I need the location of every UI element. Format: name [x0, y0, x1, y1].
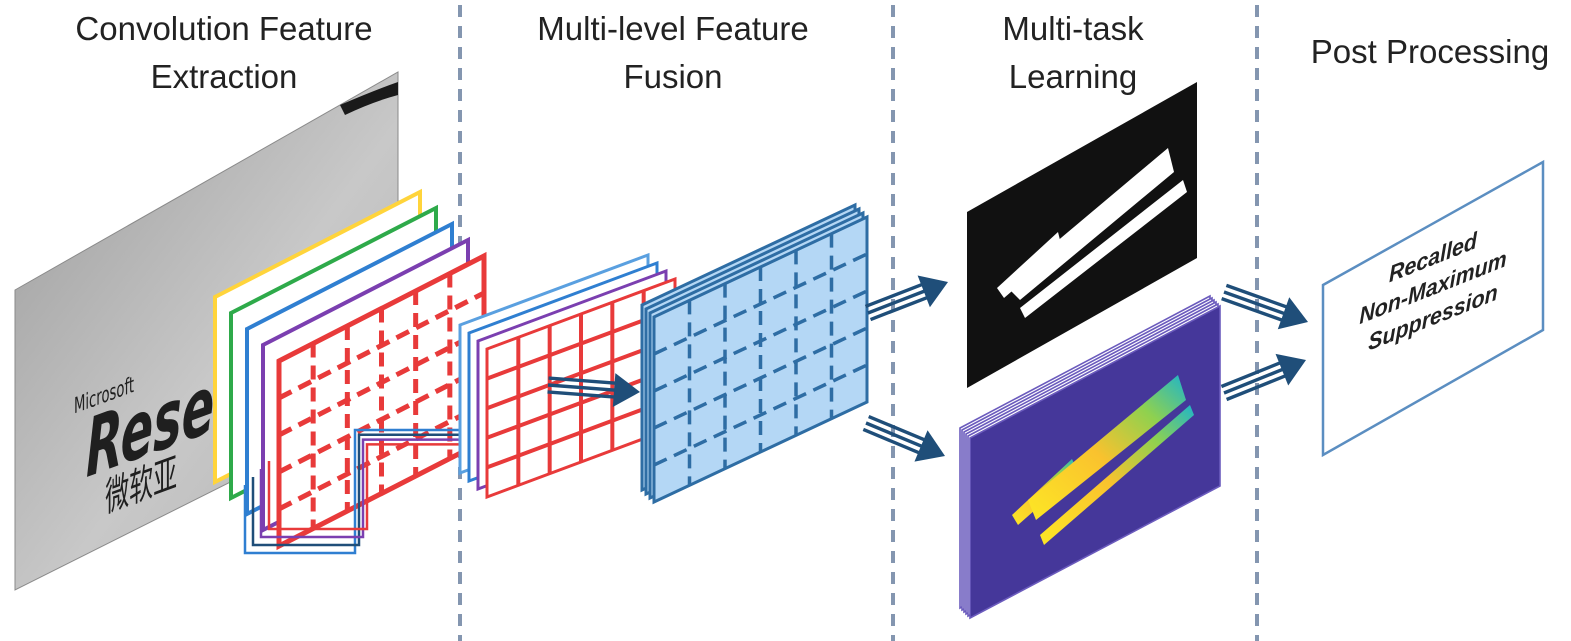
heatmap-stroke-3	[1040, 405, 1194, 545]
stage-title-conv-line1: Convolution Feature	[75, 10, 372, 47]
skip-connections	[243, 428, 470, 555]
arrow-mask-to-nms	[1221, 283, 1308, 330]
arrow-to-heatmap	[862, 414, 945, 462]
flow-arrows	[547, 275, 1308, 462]
skip-link-2	[251, 433, 470, 547]
mask-stroke-3	[1020, 180, 1187, 318]
geometry-heatmap-output	[959, 294, 1221, 620]
arrow-heatmap-to-nms	[1220, 353, 1306, 402]
mask-stroke-1	[1005, 148, 1174, 300]
stage-title-post: Post Processing	[1311, 33, 1549, 70]
stage-title-multitask-line1: Multi-task	[1002, 10, 1144, 47]
skip-link-1	[243, 428, 470, 555]
stage-title-multitask-line2: Learning	[1009, 58, 1137, 95]
heatmap-stroke-2	[1028, 375, 1186, 520]
stage-title-fusion-line1: Multi-level Feature	[537, 10, 808, 47]
skip-link-3	[259, 438, 470, 539]
text-mask-output	[967, 82, 1197, 388]
stage-titles: Convolution Feature Extraction Multi-lev…	[75, 10, 1549, 95]
fused-layer-4	[652, 214, 869, 505]
skip-link-4	[267, 443, 470, 531]
nms-box: Recalled Non-Maximum Suppression	[1321, 159, 1545, 458]
arrow-fusion-in	[547, 373, 640, 407]
fused-feature-map	[640, 202, 869, 505]
mask-stroke-2	[997, 232, 1062, 298]
arrow-to-mask	[864, 275, 948, 322]
stage-title-fusion-line2: Fusion	[623, 58, 722, 95]
stage-title-conv-line2: Extraction	[151, 58, 298, 95]
